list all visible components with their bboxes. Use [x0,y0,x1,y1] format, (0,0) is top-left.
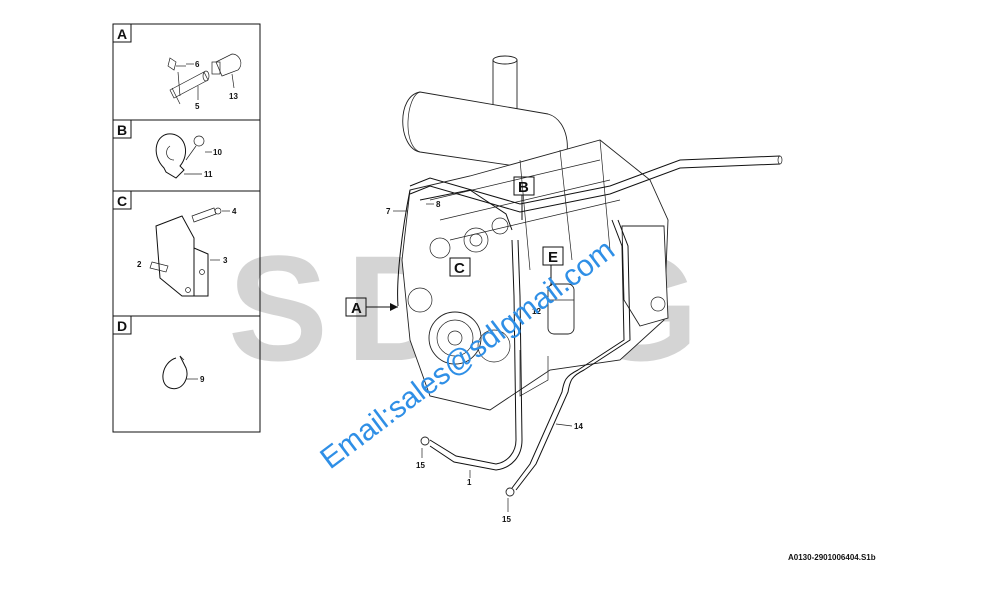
panel-letter: D [117,318,127,334]
panel-letter: B [117,122,127,138]
callout-b: B [513,176,535,220]
part-label: 9 [200,375,205,384]
callout-c: C [449,257,471,277]
detail-panels: A 6 5 13 B [112,23,261,433]
panel-letter: C [117,193,127,209]
part-label-8: 8 [436,200,441,209]
part-label-1: 1 [467,478,472,487]
part-label-7: 7 [386,207,391,216]
part-label: 11 [204,170,213,179]
detail-panel-a: A 6 5 13 [112,23,242,111]
detail-panel-b: B 10 11 [112,119,222,179]
part-label: 10 [213,148,222,157]
part-label: 3 [223,256,228,265]
hose-lines [397,155,783,512]
main-part-labels: 7 8 12 14 15 1 15 [386,200,583,524]
detail-panel-c: C 4 2 3 [112,190,237,297]
part-label: 6 [195,60,200,69]
reference-code: A0130-2901006404.S1b [788,553,876,562]
callout-letter: A [351,300,362,317]
part-label-15b: 15 [502,515,511,524]
part-label-15a: 15 [416,461,425,470]
callout-letter: B [518,179,529,196]
part-label-14: 14 [574,422,583,431]
callout-a: A [345,297,398,317]
part-label: 13 [229,92,238,101]
part-label: 5 [195,102,200,111]
callout-letter: E [548,249,558,266]
callout-e: E [542,246,564,286]
engine-assembly [401,55,669,411]
panel-letter: A [117,26,127,42]
part-label: 4 [232,207,237,216]
detail-panel-d: D 9 [112,315,205,390]
callout-letter: C [454,260,465,277]
part-label: 2 [137,260,142,269]
part-label-12: 12 [532,307,541,316]
